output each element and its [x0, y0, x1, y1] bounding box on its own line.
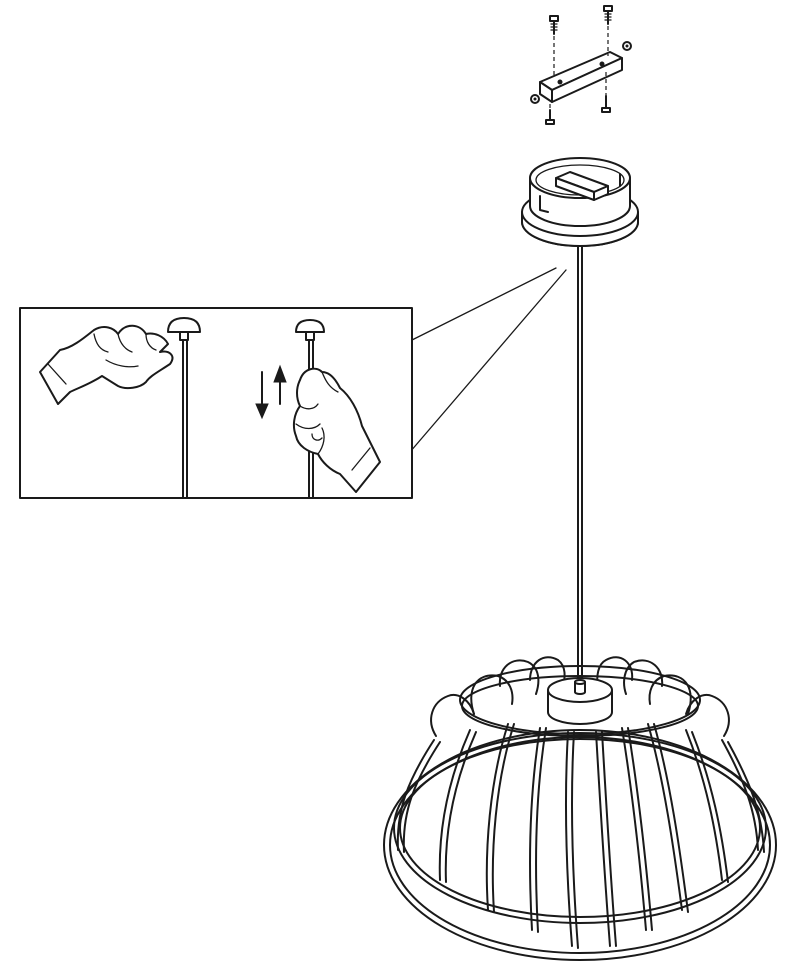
- cable-adjustment-detail: [19, 307, 413, 499]
- up-arrow-icon: [273, 364, 287, 405]
- bracket-hole: [599, 61, 605, 67]
- cable-entry: [574, 681, 586, 695]
- shade-top-ring: [459, 665, 701, 735]
- gripper-canopy: [295, 319, 325, 333]
- down-arrow-icon: [255, 371, 269, 420]
- gripper-button: [179, 331, 189, 341]
- detail-callout-line: [411, 267, 557, 341]
- step-push-release: [39, 317, 201, 499]
- shade-rim-upper-inner: [399, 738, 761, 918]
- ceiling-screw: [545, 109, 555, 125]
- bracket-hole: [557, 79, 563, 85]
- shade-rim-upper: [393, 732, 767, 924]
- ceiling-screw: [549, 15, 559, 35]
- shade-top-ring-inner: [461, 675, 699, 737]
- step-slide-cable: [255, 319, 381, 499]
- ceiling-screw: [601, 95, 611, 113]
- canopy-clip: [539, 195, 549, 213]
- shade-rim-outer: [383, 729, 777, 961]
- shade-ribs: [396, 723, 765, 949]
- terminal-block-front: [555, 177, 595, 201]
- shade-hub: [547, 677, 613, 725]
- bracket-plate-side: [551, 57, 623, 103]
- ceiling-screw: [603, 5, 613, 25]
- suspension-cable: [577, 245, 583, 681]
- bracket-nut: [622, 41, 632, 51]
- gripper-button: [305, 331, 315, 341]
- mounting-bracket: [530, 5, 632, 125]
- bracket-nut: [530, 94, 540, 104]
- shade-top-loops: [430, 656, 730, 737]
- ceiling-canopy: [521, 157, 639, 247]
- pressing-hand-icon: [39, 324, 174, 405]
- gripper-canopy: [167, 317, 201, 333]
- detail-callout-line: [409, 269, 567, 453]
- dome-cage-shade: [383, 656, 777, 961]
